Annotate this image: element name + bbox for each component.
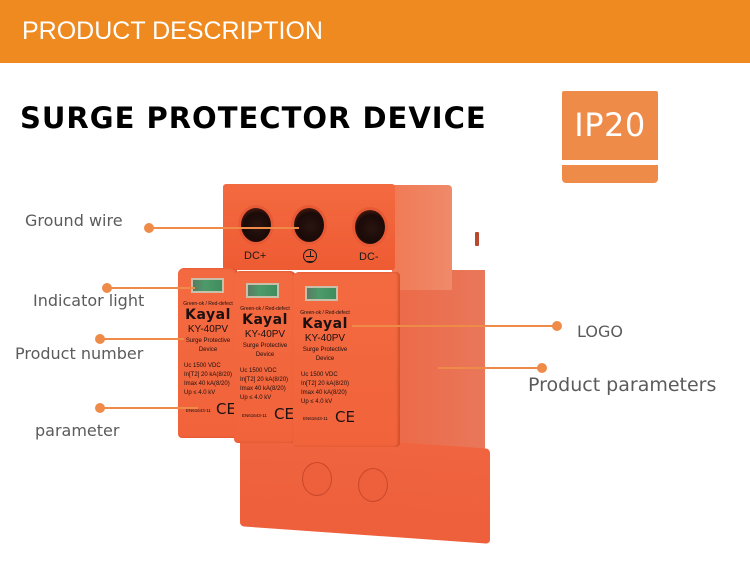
page-title: SURGE PROTECTOR DEVICE: [20, 101, 487, 135]
brand-logo: Kayal: [242, 312, 288, 328]
callout-line: [100, 407, 198, 409]
spec-imax: Imax 40 kA(8/20): [184, 381, 230, 387]
spec-up: Up ≤ 4.0 kV: [301, 399, 333, 405]
ce-mark-icon: CE: [274, 405, 294, 423]
indicator-window: [246, 283, 279, 298]
device-slot: [475, 232, 479, 246]
device-description: Device: [315, 356, 335, 362]
model-number: KY-40PV: [187, 324, 229, 335]
device-lower-body: [240, 431, 490, 544]
spec-in: In[T2] 20 kA(8/20): [240, 377, 289, 383]
ce-mark-icon: CE: [335, 408, 355, 426]
device-back-body: [395, 270, 485, 500]
spec-in: In[T2] 20 kA(8/20): [184, 372, 233, 378]
ip-rating-badge: IP20: [562, 91, 658, 183]
terminal-screw-ground: [294, 208, 324, 242]
callout-indicator-light-label: Indicator light: [33, 291, 145, 310]
brand-logo: Kayal: [185, 307, 231, 323]
status-legend: Green-ok / Red-defect: [183, 301, 233, 307]
ce-mark-icon: CE: [216, 400, 236, 418]
status-legend: Green-ok / Red-defect: [240, 306, 290, 312]
indicator-window: [191, 278, 224, 293]
terminal-label-dc-plus: DC+: [244, 250, 267, 262]
device-description: Device: [255, 352, 275, 358]
standard-code: EN61643-11: [303, 416, 328, 421]
header-banner: PRODUCT DESCRIPTION: [0, 0, 750, 63]
spec-uc: Uc 1500 VDC: [240, 368, 277, 374]
model-number: KY-40PV: [244, 329, 286, 340]
callout-dot: [537, 363, 547, 373]
knockout-circle: [302, 462, 332, 496]
ip-badge-bar: [562, 165, 658, 183]
terminal-label-dc-minus: DC-: [359, 251, 379, 263]
callout-parameter-label: parameter: [35, 421, 120, 440]
brand-logo: Kayal: [302, 316, 348, 332]
callout-logo-label: LOGO: [577, 322, 623, 341]
callout-line: [438, 367, 542, 369]
banner-title: PRODUCT DESCRIPTION: [22, 17, 323, 45]
spec-up: Up ≤ 4.0 kV: [184, 390, 216, 396]
device-description: Device: [198, 347, 218, 353]
device-description: Surge Protective: [302, 347, 348, 353]
callout-product-parameters-label: Product parameters: [528, 374, 717, 396]
knockout-circle: [358, 468, 388, 502]
callout-line: [107, 287, 195, 289]
callout-dot: [552, 321, 562, 331]
pole-module-2: Green-ok / Red-defect Kayal KY-40PV Surg…: [234, 271, 296, 443]
device-top-side: [392, 185, 452, 290]
spec-imax: Imax 40 kA(8/20): [301, 390, 347, 396]
indicator-window: [305, 286, 338, 301]
status-legend: Green-ok / Red-defect: [300, 310, 350, 316]
pole-module-3: Green-ok / Red-defect Kayal KY-40PV Surg…: [293, 272, 400, 447]
callout-line: [100, 338, 184, 340]
callout-product-number-label: Product number: [15, 344, 144, 363]
ground-symbol-icon: [303, 249, 317, 263]
device-description: Surge Protective: [242, 343, 288, 349]
terminal-screw-dc-minus: [355, 210, 385, 244]
device-description: Surge Protective: [185, 338, 231, 344]
callout-line: [149, 227, 299, 229]
callout-ground-wire-label: Ground wire: [25, 211, 123, 230]
pole-module-1: Green-ok / Red-defect Kayal KY-40PV Surg…: [178, 268, 238, 438]
callout-line: [352, 325, 557, 327]
ip-rating-text: IP20: [562, 91, 658, 160]
model-number: KY-40PV: [304, 333, 346, 344]
spec-imax: Imax 40 kA(8/20): [240, 386, 286, 392]
spec-in: In[T2] 20 kA(8/20): [301, 381, 350, 387]
spec-up: Up ≤ 4.0 kV: [240, 395, 272, 401]
spec-uc: Uc 1500 VDC: [184, 363, 221, 369]
spec-uc: Uc 1500 VDC: [301, 372, 338, 378]
terminal-screw-dc-plus: [241, 208, 271, 242]
standard-code: EN61643-11: [242, 413, 267, 418]
